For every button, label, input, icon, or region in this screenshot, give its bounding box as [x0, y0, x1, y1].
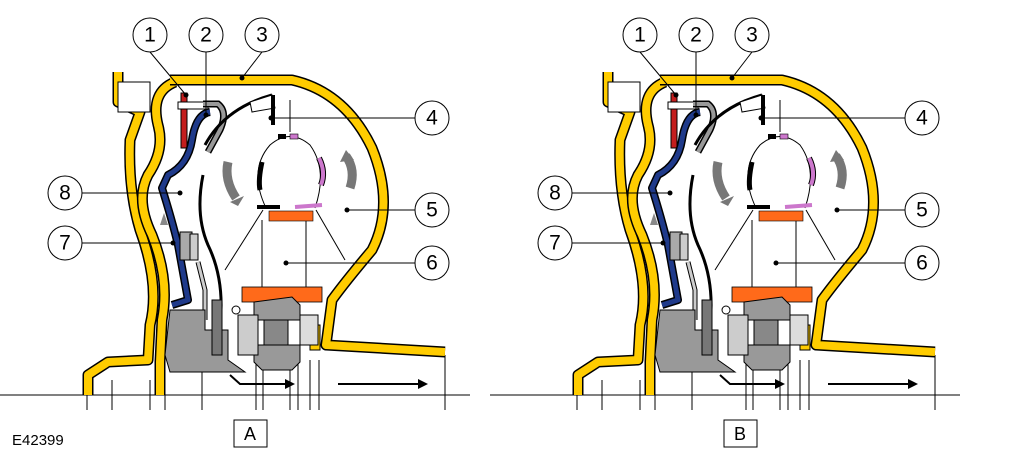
callout-2: 2: [690, 24, 702, 47]
panel-b-label-box: [723, 419, 758, 448]
figure-id: E42399: [12, 432, 64, 449]
callout-5: 5: [916, 199, 928, 222]
callout-4: 4: [426, 107, 438, 130]
callout-1: 1: [634, 24, 646, 47]
callout-3: 3: [746, 24, 758, 47]
callout-6: 6: [426, 252, 438, 275]
callout-4: 4: [916, 107, 928, 130]
callout-5: 5: [426, 199, 438, 222]
panel-b-label: B: [734, 424, 746, 444]
panel-b-callouts: 1 2 3 4 5 6 7 8: [549, 24, 928, 275]
callout-7: 7: [549, 232, 561, 255]
panel-a-label-box: [233, 419, 268, 448]
panel-b-drawing: [490, 18, 960, 410]
callout-8: 8: [59, 182, 71, 205]
callout-3: 3: [256, 24, 268, 47]
callout-6: 6: [916, 252, 928, 275]
panel-a-label: A: [244, 424, 256, 444]
panel-a-callouts: 1 2 3 4 5 6 7 8: [59, 24, 438, 275]
callout-8: 8: [549, 182, 561, 205]
panel-a-drawing: [0, 18, 470, 410]
callout-2: 2: [200, 24, 212, 47]
callout-7: 7: [59, 232, 71, 255]
callout-1: 1: [144, 24, 156, 47]
